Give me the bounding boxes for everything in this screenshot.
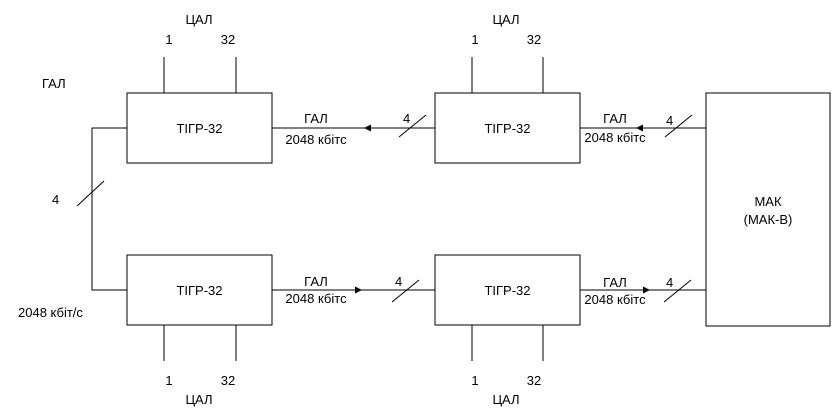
count-label-bottom-right: 4 <box>666 275 673 290</box>
ch-first-d: 1 <box>471 373 478 388</box>
gal-label-top-left: ГАЛ <box>304 111 328 126</box>
slash-bottom-left <box>391 279 420 303</box>
ch-first-b: 1 <box>471 32 478 47</box>
ch-first-c: 1 <box>165 373 172 388</box>
rate-label-top-left: 2048 кбітс <box>285 132 347 147</box>
tigr-label: ТІГР-32 <box>484 283 530 298</box>
loop-line-left <box>91 127 127 291</box>
count-label-top-left: 4 <box>403 111 410 126</box>
tigr-label: ТІГР-32 <box>176 283 222 298</box>
count-label-bottom-left: 4 <box>395 274 402 289</box>
ch-last-b: 32 <box>527 32 541 47</box>
mak-sublabel: (МАК-В) <box>744 212 793 227</box>
ch-last-a: 32 <box>221 32 235 47</box>
count-label-top-right: 4 <box>666 113 673 128</box>
ch-first-a: 1 <box>165 32 172 47</box>
cal-label-b: ЦАЛ <box>492 12 519 27</box>
cal-label-d: ЦАЛ <box>492 392 519 407</box>
ch-last-d: 32 <box>527 373 541 388</box>
gal-label-left: ГАЛ <box>42 76 66 91</box>
cal-label-a: ЦАЛ <box>185 12 212 27</box>
count-label-left: 4 <box>52 192 59 207</box>
mak-block: МАК (МАК-В) <box>705 92 831 327</box>
slash-bottom-right <box>663 279 692 303</box>
mak-label: МАК <box>754 194 782 209</box>
tigr-block-top-right: ТІГР-32 <box>434 92 581 164</box>
slash-top-right <box>664 114 693 138</box>
slash-top-left <box>398 114 427 138</box>
ch-last-c: 32 <box>221 373 235 388</box>
cal-label-c: ЦАЛ <box>185 392 212 407</box>
tigr-block-top-left: ТІГР-32 <box>126 92 273 164</box>
tigr-block-bottom-left: ТІГР-32 <box>126 254 273 326</box>
rate-label-bottom-left: 2048 кбітс <box>285 291 347 306</box>
gal-label-bottom-left: ГАЛ <box>304 274 328 289</box>
tigr-label: ТІГР-32 <box>176 121 222 136</box>
gal-label-top-right: ГАЛ <box>603 111 627 126</box>
rate-label-bottom-right: 2048 кбітс <box>584 292 646 307</box>
tigr-label: ТІГР-32 <box>484 121 530 136</box>
gal-label-bottom-right: ГАЛ <box>603 275 627 290</box>
tigr-block-bottom-right: ТІГР-32 <box>434 254 581 326</box>
rate-label-top-right: 2048 кбітс <box>584 130 646 145</box>
slash-left <box>76 180 105 207</box>
rate-label-left: 2048 кбіт/с <box>18 305 83 320</box>
